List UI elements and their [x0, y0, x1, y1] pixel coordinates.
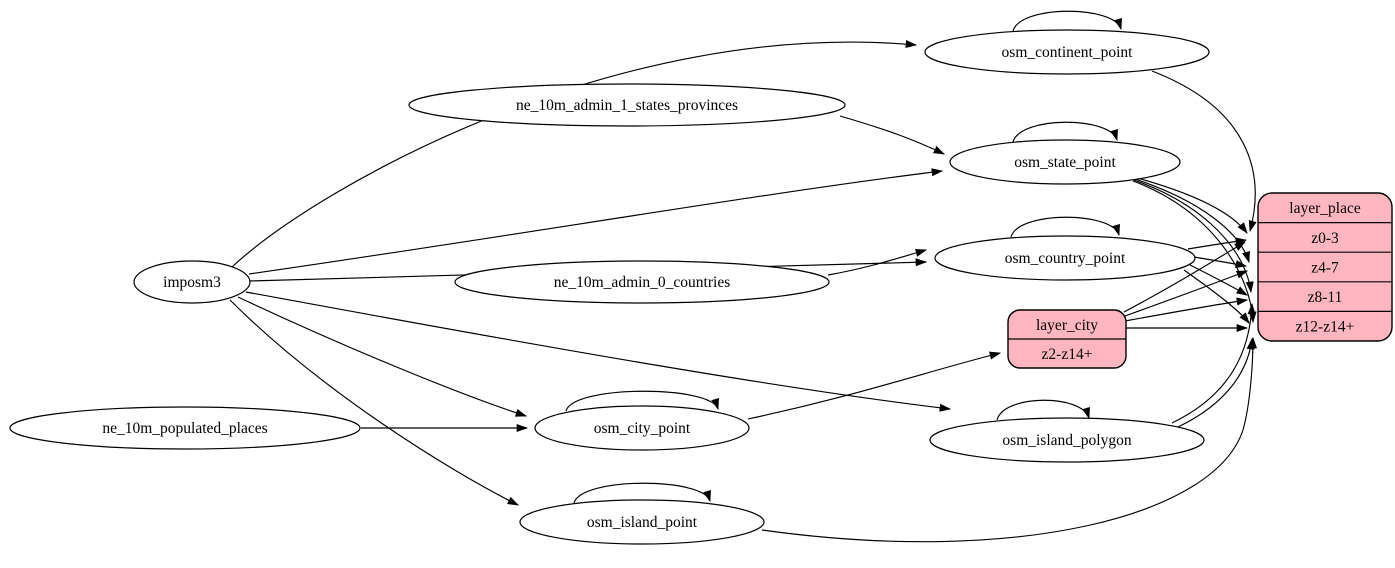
osm_island_point-ellipse	[519, 499, 765, 545]
layer_place-row-z4-7: z4-7	[1311, 260, 1339, 277]
edge-osm_continent_point-self-loop	[1012, 10, 1122, 32]
layer_place-title: layer_place	[1289, 200, 1361, 217]
node-ne_10m_populated_places: ne_10m_populated_places	[9, 406, 361, 450]
node-osm_continent_point: osm_continent_point	[924, 29, 1210, 75]
ne_10m_admin_1_states_provinces-label: ne_10m_admin_1_states_provinces	[516, 97, 738, 114]
record-layer_city: layer_city z2-z14+	[1007, 309, 1127, 369]
ne_10m_admin_1_states_provinces-ellipse	[408, 83, 846, 127]
ne_10m_populated_places-ellipse	[9, 406, 361, 450]
edge-osm_city_point-self-loop	[565, 390, 719, 412]
layer_place-box	[1257, 192, 1393, 342]
edge-osm_state_point-self-loop	[1012, 121, 1118, 143]
edge-layer_city-to-layer_place-z8-11	[1124, 297, 1249, 322]
ne_10m_admin_0_countries-label: ne_10m_admin_0_countries	[554, 274, 731, 291]
osm_country_point-label: osm_country_point	[1005, 250, 1126, 267]
node-ne_10m_admin_1_states_provinces: ne_10m_admin_1_states_provinces	[408, 83, 846, 127]
edge-osm_country_point-self-loop	[1010, 216, 1120, 238]
layer_city-row-z2-z14: z2-z14+	[1042, 346, 1093, 363]
node-osm_island_point: osm_island_point	[519, 499, 765, 545]
node-osm_island_polygon: osm_island_polygon	[929, 417, 1205, 463]
edge-imposm3-to-osm_state_point	[248, 168, 944, 275]
layer_place-row-z0-3: z0-3	[1311, 230, 1339, 247]
edge-ne_10m_admin_1_states_provinces-to-osm_state_point	[839, 115, 946, 155]
edge-imposm3-to-osm_continent_point	[231, 40, 918, 268]
layer_city-title: layer_city	[1036, 317, 1098, 334]
edge-imposm3-to-osm_island_polygon	[245, 291, 952, 412]
edge-osm_island_point-to-layer_place-z12-z14	[761, 336, 1258, 543]
imposm3-ellipse	[133, 260, 251, 304]
osm_country_point-ellipse	[934, 235, 1196, 281]
ne_10m_populated_places-label: ne_10m_populated_places	[102, 420, 267, 437]
node-osm_state_point: osm_state_point	[949, 139, 1181, 185]
node-osm_city_point: osm_city_point	[534, 405, 750, 451]
edge-imposm3-to-osm_island_point	[229, 299, 520, 506]
osm_continent_point-label: osm_continent_point	[1002, 44, 1134, 61]
imposm3-label: imposm3	[163, 274, 221, 291]
node-imposm3: imposm3	[133, 260, 251, 304]
osm_city_point-ellipse	[534, 405, 750, 451]
edge-osm_city_point-to-layer_city-z2-z14	[747, 351, 1002, 420]
osm_city_point-label: osm_city_point	[594, 420, 691, 437]
edge-ne_10m_admin_0_countries-to-osm_country_point	[827, 248, 928, 276]
layer_place-row-z12-z14: z12-z14+	[1296, 319, 1355, 336]
osm_state_point-ellipse	[949, 139, 1181, 185]
edge-osm_island_point-self-loop	[573, 482, 711, 504]
edge-layer_city-to-layer_place-z4-7	[1124, 270, 1249, 317]
edge-osm_country_point-to-layer_place-z12-z14	[1183, 269, 1250, 324]
edge-osm_country_point-to-layer_place-z0-3	[1187, 237, 1248, 250]
node-ne_10m_admin_0_countries: ne_10m_admin_0_countries	[454, 260, 830, 304]
record-layer_place: layer_place z0-3 z4-7 z8-11 z12-z14+	[1257, 192, 1393, 342]
edge-osm_continent_point-to-layer_place-z0-3	[1151, 70, 1257, 233]
ne_10m_admin_0_countries-ellipse	[454, 260, 830, 304]
osm_island_polygon-ellipse	[929, 417, 1205, 463]
osm_state_point-label: osm_state_point	[1014, 154, 1116, 171]
edge-imposm3-to-osm_city_point	[237, 296, 528, 417]
osm_island_polygon-label: osm_island_polygon	[1002, 432, 1131, 449]
edge-osm_country_point-to-layer_place-z4-7	[1193, 256, 1248, 269]
edge-group	[229, 10, 1258, 543]
edge-osm_island_polygon-to-layer_place-z8-11	[1171, 302, 1256, 424]
edge-layer_city-to-layer_place-z0-3	[1123, 241, 1246, 313]
node-osm_country_point: osm_country_point	[934, 235, 1196, 281]
edge-osm_island_polygon-to-layer_place-z12-z14	[1177, 337, 1255, 428]
osm_island_point-label: osm_island_point	[587, 514, 698, 531]
edge-osm_island_polygon-self-loop	[996, 399, 1090, 421]
osm_continent_point-ellipse	[924, 29, 1210, 75]
layer_place-row-z8-11: z8-11	[1308, 289, 1343, 306]
edge-osm_state_point-to-layer_place-z0-3	[1125, 174, 1248, 234]
edge-osm_state_point-to-layer_place-z4-7	[1128, 176, 1250, 264]
